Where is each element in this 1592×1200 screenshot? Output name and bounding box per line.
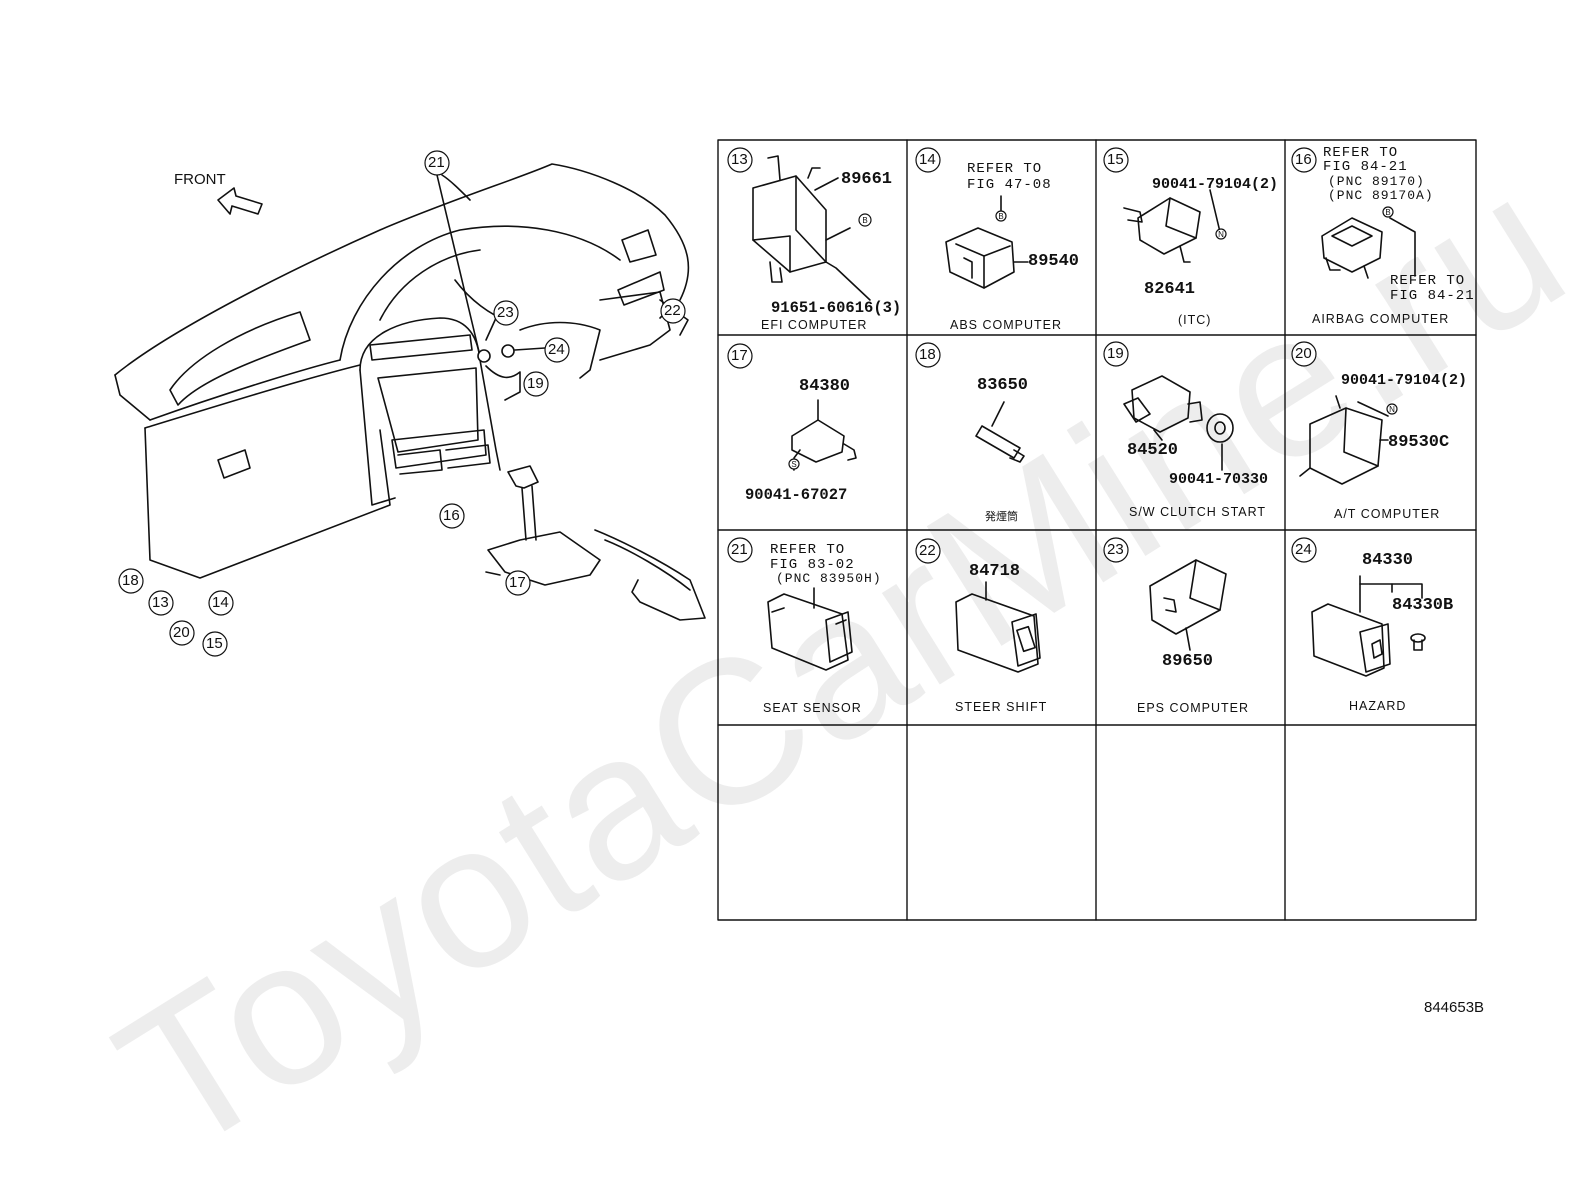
mark-n-20: N [1389,405,1395,414]
ref-line-2-16: FIG 84-21 [1323,159,1408,175]
mark-b-13: B [862,216,867,225]
ref-line-3-16: (PNC 89170) [1328,174,1425,189]
efi-computer-drawing [752,155,871,301]
cell-20-number: 20 [1295,345,1312,362]
ref-line-2-14: FIG 47-08 [967,177,1052,193]
ref2-line-2-16: FIG 84-21 [1390,288,1475,304]
clutch-start-switch-drawing [1123,375,1234,471]
part-number-90041-67027: 90041-67027 [745,486,848,504]
overview-callout-16: 16 [443,507,460,524]
line-art: B B N B S N [114,139,1477,921]
part-84380-drawing [791,399,857,471]
ref-line-4-16: (PNC 89170A) [1328,188,1434,203]
cell-16-number: 16 [1295,151,1312,168]
overview-callout-22: 22 [664,302,681,319]
part-number-83650: 83650 [977,376,1029,395]
overview-markers [477,344,515,363]
caption-abs-computer: ABS COMPUTER [950,318,1063,332]
itc-drawing [1123,189,1221,263]
ref-line-1-16: REFER TO [1323,145,1399,161]
caption-efi-computer: EFI COMPUTER [761,318,868,332]
part-number-84520: 84520 [1127,441,1179,460]
overview-callout-15: 15 [206,635,223,652]
caption-itc: (ITC) [1178,313,1212,327]
overview-callout-19: 19 [527,375,544,392]
caption-at-computer: A/T COMPUTER [1334,507,1441,521]
eps-computer-drawing [1149,559,1227,651]
overview-callout-17: 17 [509,574,526,591]
ref-line-3-21: (PNC 83950H) [776,571,882,586]
overview-callout-23: 23 [497,304,514,321]
ref-line-1-14: REFER TO [967,161,1043,177]
overview-callout-20: 20 [173,624,190,641]
part-number-89530c: 89530C [1388,433,1450,452]
part-number-90041-70330: 90041-70330 [1169,471,1269,488]
part-number-90041-79104-20: 90041-79104(2) [1341,372,1468,389]
mark-b-16: B [1385,208,1390,217]
at-computer-drawing [1299,395,1389,485]
part-number-84718: 84718 [969,562,1021,581]
caption-airbag-computer: AIRBAG COMPUTER [1312,312,1450,326]
parts-grid [717,139,1477,921]
part-number-84380: 84380 [799,377,851,396]
caption-hazard: HAZARD [1349,699,1407,713]
cell-callout-circles [727,147,1317,564]
ref2-line-1-16: REFER TO [1390,273,1466,289]
airbag-computer-drawing [1321,217,1416,279]
front-label: FRONT [174,171,226,188]
part-number-91651-60616: 91651-60616(3) [771,299,902,317]
overview-callout-13: 13 [152,594,169,611]
steer-shift-drawing [955,581,1041,673]
caption-eps-computer: EPS COMPUTER [1137,701,1250,715]
part-number-90041-79104-15: 90041-79104(2) [1152,176,1279,193]
ref-line-1-21: REFER TO [770,542,846,558]
part-number-89650: 89650 [1162,652,1214,671]
overview-callout-24: 24 [548,341,565,358]
ref-line-2-21: FIG 83-02 [770,557,855,573]
part-number-89540: 89540 [1028,252,1080,271]
cell-24-number: 24 [1295,541,1312,558]
cell-22-number: 22 [919,542,936,559]
part-number-89661: 89661 [841,170,893,189]
caption-seat-sensor: SEAT SENSOR [763,701,862,715]
part-number-82641: 82641 [1144,280,1196,299]
overview-callout-18: 18 [122,572,139,589]
mark-s-17: S [791,460,796,469]
caption-flare: 発煙筒 [985,510,1018,523]
overview-callout-circles [118,150,686,657]
caption-clutch-start: S/W CLUTCH START [1129,505,1267,519]
seat-sensor-drawing [767,587,853,671]
cell-17-number: 17 [731,347,748,364]
cell-15-number: 15 [1107,151,1124,168]
cell-14-number: 14 [919,151,936,168]
overview-callout-14: 14 [212,594,229,611]
cell-23-number: 23 [1107,541,1124,558]
mark-b-14: B [998,212,1003,221]
cell-18-number: 18 [919,346,936,363]
cell-19-number: 19 [1107,345,1124,362]
dashboard-illustration [114,163,706,621]
overview-callout-21: 21 [428,154,445,171]
part-number-84330: 84330 [1362,551,1414,570]
diagram-stage: ToyotaCarMine.ru [82,128,1592,1197]
mark-n-15: N [1218,230,1224,239]
part-number-84330b: 84330B [1392,596,1454,615]
abs-computer-drawing [945,195,1029,289]
hazard-switch-drawing [1311,575,1426,677]
cell-21-number: 21 [731,541,748,558]
part-83650-drawing [975,401,1025,463]
cell-13-number: 13 [731,151,748,168]
caption-steer-shift: STEER SHIFT [955,700,1048,714]
figure-code: 844653B [1424,999,1485,1016]
